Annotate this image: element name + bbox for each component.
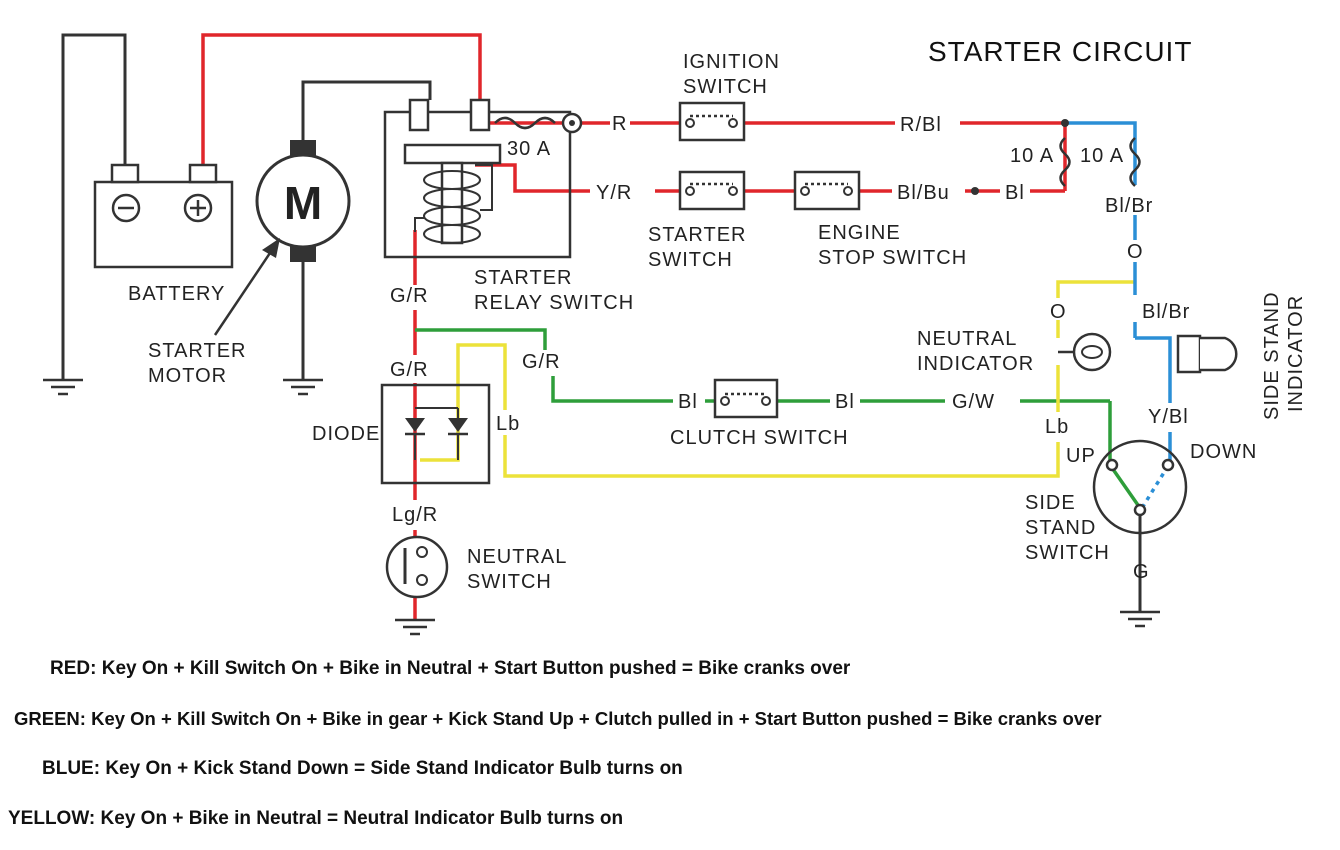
- battery: [93, 163, 234, 269]
- neutral-switch-label-line1: NEUTRAL: [467, 546, 567, 568]
- side-stand-switch-label-line3: SWITCH: [1025, 542, 1110, 564]
- neutral-indicator-label-line1: NEUTRAL: [917, 328, 1017, 350]
- wire-label-g-w: G/W: [952, 391, 995, 413]
- legend-yellow: YELLOW: Key On + Bike in Neutral = Neutr…: [8, 808, 624, 829]
- starter-motor-label-line2: MOTOR: [148, 365, 227, 387]
- starter-relay-label-line2: RELAY SWITCH: [474, 292, 634, 314]
- ground-battery-icon: [43, 378, 83, 396]
- main-fuse: [494, 112, 583, 134]
- engine-stop-switch-label-line2: STOP SWITCH: [818, 247, 967, 269]
- side-stand-indicator-label-line2: INDICATOR: [1285, 295, 1307, 412]
- wire-label-bl-br-2: Bl/Br: [1142, 301, 1190, 323]
- wire-label-g-r-2: G/R: [390, 359, 429, 381]
- yellow-wires: [420, 280, 1135, 478]
- connector-icon: [971, 187, 979, 195]
- wire-label-bl-br-1: Bl/Br: [1105, 195, 1153, 217]
- battery-negative-icon: [111, 193, 141, 223]
- wire-label-lb-1: Lb: [496, 413, 520, 435]
- starter-motor-label-line1: STARTER: [148, 340, 247, 362]
- fuse-10a-pair: [1059, 119, 1141, 187]
- color-legend: RED: Key On + Kill Switch On + Bike in N…: [0, 650, 1340, 850]
- fuse-b-label: 10 A: [1080, 145, 1124, 167]
- clutch-switch-label: CLUTCH SWITCH: [670, 427, 849, 449]
- diode-left-icon: [405, 418, 425, 432]
- blue-wires: [1068, 121, 1172, 509]
- side-stand-down-label: DOWN: [1190, 441, 1257, 463]
- arrow-icon: [262, 238, 280, 258]
- wire-label-y-r: Y/R: [596, 182, 632, 204]
- starter-switch-label-line1: STARTER: [648, 224, 747, 246]
- neutral-indicator-bulb: [1058, 332, 1112, 372]
- diode-label: DIODE: [312, 423, 380, 445]
- starter-switch: [678, 170, 746, 211]
- side-stand-switch: [1092, 439, 1188, 535]
- legend-green: GREEN: Key On + Kill Switch On + Bike in…: [14, 708, 1102, 729]
- battery-positive-icon: [183, 193, 213, 223]
- wire-label-lb-2: Lb: [1045, 416, 1069, 438]
- ignition-switch-label-line2: SWITCH: [683, 76, 768, 98]
- fuse-a-label: 10 A: [1010, 145, 1054, 167]
- wire-label-bl-bu: Bl/Bu: [897, 182, 950, 204]
- starter-switch-label-line2: SWITCH: [648, 249, 733, 271]
- diagram-title: STARTER CIRCUIT: [928, 36, 1192, 67]
- wire-label-y-bl: Y/Bl: [1148, 406, 1189, 428]
- side-stand-switch-label-line1: SIDE: [1025, 492, 1076, 514]
- ground-side-stand-icon: [1120, 610, 1160, 628]
- wire-label-r-bl: R/Bl: [900, 114, 942, 136]
- ignition-switch-label-line1: IGNITION: [683, 51, 780, 73]
- wire-label-g-r-1: G/R: [390, 285, 429, 307]
- neutral-switch-label-line2: SWITCH: [467, 571, 552, 593]
- black-wires: [61, 33, 1142, 612]
- wire-label-o-2: O: [1050, 301, 1067, 323]
- side-stand-indicator-bulb: [1176, 334, 1238, 374]
- battery-label: BATTERY: [128, 283, 225, 305]
- clutch-switch: [713, 378, 779, 419]
- ground-motor-icon: [283, 378, 323, 396]
- starter-motor: M: [213, 140, 351, 336]
- wire-label-g: G: [1133, 561, 1150, 583]
- side-stand-switch-label-line2: STAND: [1025, 517, 1096, 539]
- neutral-switch: [385, 535, 449, 599]
- legend-blue: BLUE: Key On + Kick Stand Down = Side St…: [42, 758, 683, 779]
- side-stand-indicator-label-line1: SIDE STAND: [1261, 291, 1283, 420]
- wire-label-bl-clutch-out: Bl: [835, 391, 855, 413]
- side-stand-up-label: UP: [1066, 445, 1096, 467]
- legend-red: RED: Key On + Kill Switch On + Bike in N…: [50, 658, 851, 679]
- wire-label-lg-r: Lg/R: [392, 504, 438, 526]
- ground-symbols: [43, 378, 1160, 636]
- wire-label-bl-end: Bl: [1005, 182, 1025, 204]
- diode: [380, 383, 491, 485]
- diode-right-icon: [448, 418, 468, 432]
- starter-relay: [383, 98, 572, 259]
- ignition-switch: [678, 101, 746, 142]
- wire-label-bl-clutch-in: Bl: [678, 391, 698, 413]
- ground-neutral-switch-icon: [395, 618, 435, 636]
- wire-label-o-1: O: [1127, 241, 1144, 263]
- neutral-indicator-label-line2: INDICATOR: [917, 353, 1034, 375]
- main-fuse-label: 30 A: [507, 138, 551, 160]
- wire-label-g-r-3: G/R: [522, 351, 561, 373]
- motor-symbol: M: [284, 177, 322, 229]
- engine-stop-switch: [793, 170, 861, 211]
- engine-stop-switch-label-line1: ENGINE: [818, 222, 901, 244]
- wire-label-r: R: [612, 113, 627, 135]
- starter-relay-label-line1: STARTER: [474, 267, 573, 289]
